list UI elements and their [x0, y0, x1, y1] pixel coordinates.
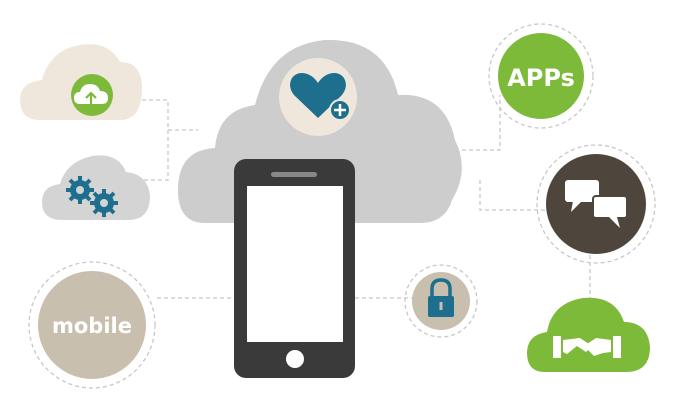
heart-plus-icon: [290, 73, 346, 118]
apps-badge: APPs: [488, 23, 594, 129]
handshake-icon: [553, 336, 621, 358]
upload-cloud: [20, 44, 142, 120]
settings-cloud: [42, 155, 150, 220]
handshake-cloud: [527, 297, 650, 372]
apps-label: APPs: [507, 64, 575, 92]
lock-badge: [404, 264, 478, 338]
health-badge: [279, 58, 357, 136]
smartphone: [234, 159, 355, 378]
padlock-icon: [428, 278, 454, 317]
gears-icon: [66, 176, 118, 217]
mobile-label: mobile: [52, 314, 132, 338]
mobile-badge: mobile: [28, 261, 156, 389]
chat-bubbles-icon: [565, 180, 628, 228]
chat-badge: [536, 144, 656, 264]
